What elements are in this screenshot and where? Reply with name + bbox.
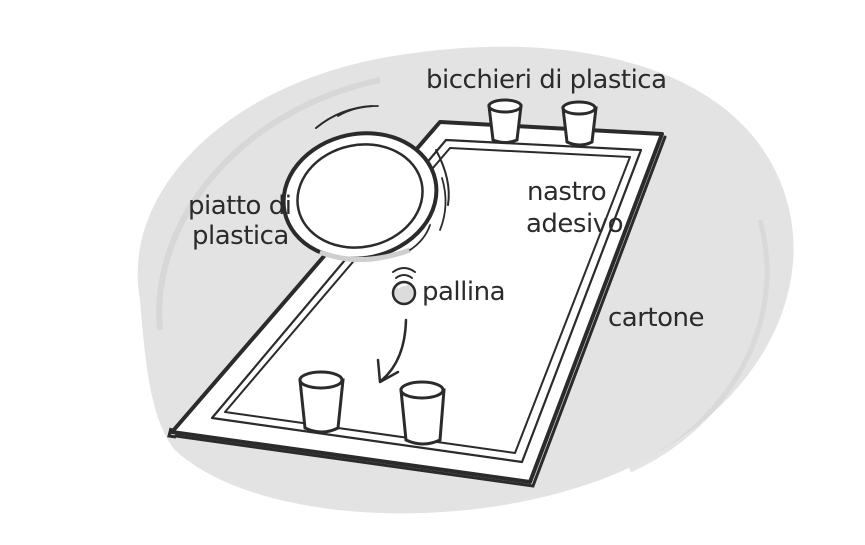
label-board: cartone — [608, 303, 704, 333]
label-tape-line2: adesivo — [526, 209, 623, 239]
trajectory-arrow — [376, 318, 408, 384]
label-tape-line1: nastro — [527, 177, 606, 207]
label-cups: bicchieri di plastica — [426, 65, 667, 95]
cup-top-left — [487, 98, 523, 144]
cup-bottom-left — [298, 370, 345, 434]
plastic-plate — [281, 105, 450, 262]
label-plate-line2: plastica — [192, 221, 289, 251]
label-plate-line1: piatto di — [188, 191, 291, 221]
label-ball: pallina — [422, 277, 505, 307]
top-cups — [487, 98, 598, 147]
bottom-cups — [298, 370, 446, 446]
cup-top-right — [561, 100, 598, 147]
ball — [391, 267, 417, 306]
cup-bottom-right — [399, 380, 446, 446]
